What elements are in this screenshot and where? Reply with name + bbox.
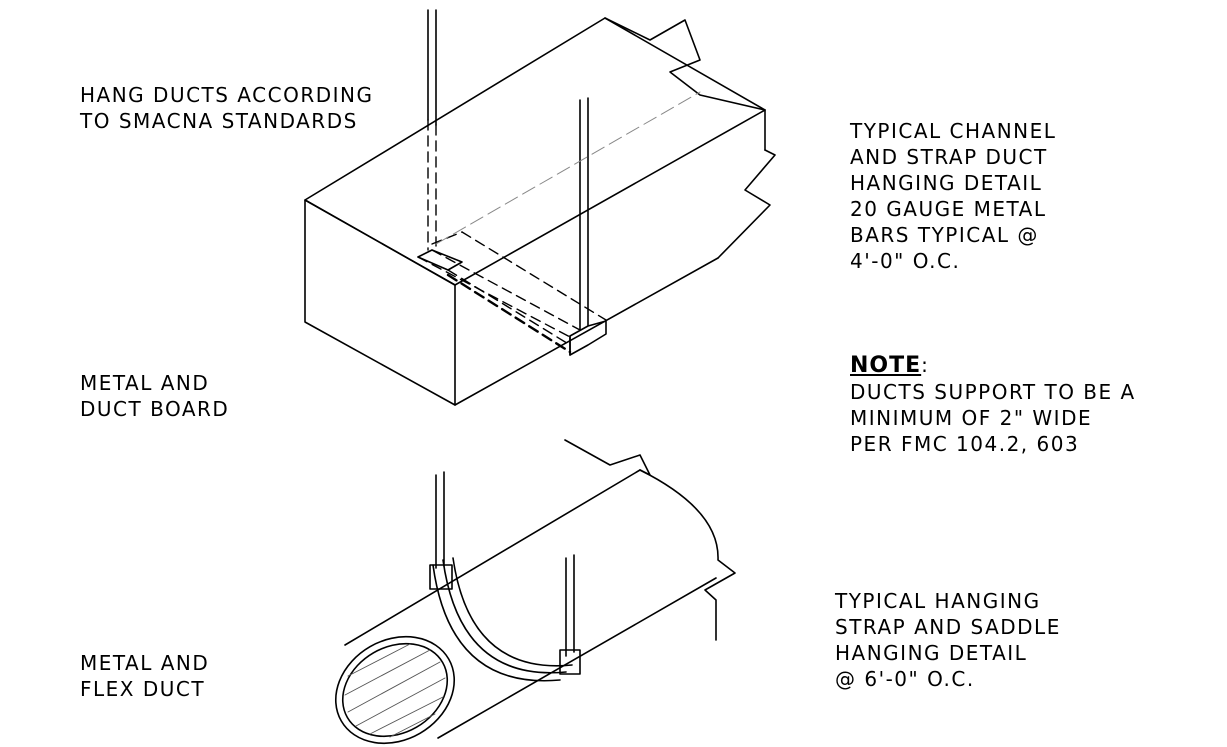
round-duct <box>334 439 736 745</box>
metal-flex-duct-label: METAL AND FLEX DUCT <box>80 650 209 702</box>
channel-strap-line-2: AND STRAP DUCT <box>850 145 1048 169</box>
hang-ducts-line-2: TO SMACNA STANDARDS <box>80 109 358 133</box>
channel-strap-line-1: TYPICAL CHANNEL <box>850 119 1057 143</box>
channel-strap-line-5: BARS TYPICAL @ <box>850 223 1039 247</box>
channel-strap-detail-label: TYPICAL CHANNEL AND STRAP DUCT HANGING D… <box>850 118 1056 274</box>
metal-duct-board-line-2: DUCT BOARD <box>80 397 230 421</box>
hang-ducts-line-1: HANG DUCTS ACCORDING <box>80 83 374 107</box>
rect-duct-front-face <box>304 199 456 406</box>
strap-saddle-line-3: HANGING DETAIL <box>835 641 1028 665</box>
note-body-line-2: MINIMUM OF 2" WIDE <box>850 406 1093 430</box>
note-body-line-3: PER FMC 104.2, 603 <box>850 432 1080 456</box>
round-duct-break-line <box>564 439 651 476</box>
channel-strap-line-6: 4'-0" O.C. <box>850 249 961 273</box>
metal-flex-duct-line-2: FLEX DUCT <box>80 677 206 701</box>
saddle-hangers <box>429 471 581 675</box>
strap-saddle-line-1: TYPICAL HANGING <box>835 589 1041 613</box>
channel-strap <box>417 9 701 356</box>
strap-saddle-line-4: @ 6'-0" O.C. <box>835 667 975 691</box>
metal-flex-duct-line-1: METAL AND <box>80 651 210 675</box>
note-block: NOTE: DUCTS SUPPORT TO BE A MINIMUM OF 2… <box>850 352 1136 457</box>
hang-ducts-label: HANG DUCTS ACCORDING TO SMACNA STANDARDS <box>80 82 373 134</box>
channel-strap-line-4: 20 GAUGE METAL <box>850 197 1047 221</box>
rectangular-duct <box>304 17 776 406</box>
note-heading: NOTE <box>850 353 922 378</box>
note-heading-line: NOTE: <box>850 352 1136 379</box>
note-heading-colon: : <box>921 353 930 377</box>
round-duct-end-ellipse <box>334 635 456 745</box>
strap-saddle-line-2: STRAP AND SADDLE <box>835 615 1061 639</box>
metal-duct-board-label: METAL AND DUCT BOARD <box>80 370 229 422</box>
rect-duct-top-face <box>304 17 766 286</box>
note-body-line-1: DUCTS SUPPORT TO BE A <box>850 380 1136 404</box>
rect-duct-break-line <box>604 17 766 111</box>
strap-saddle-detail-label: TYPICAL HANGING STRAP AND SADDLE HANGING… <box>835 588 1061 692</box>
channel-strap-line-3: HANGING DETAIL <box>850 171 1043 195</box>
metal-duct-board-line-1: METAL AND <box>80 371 210 395</box>
